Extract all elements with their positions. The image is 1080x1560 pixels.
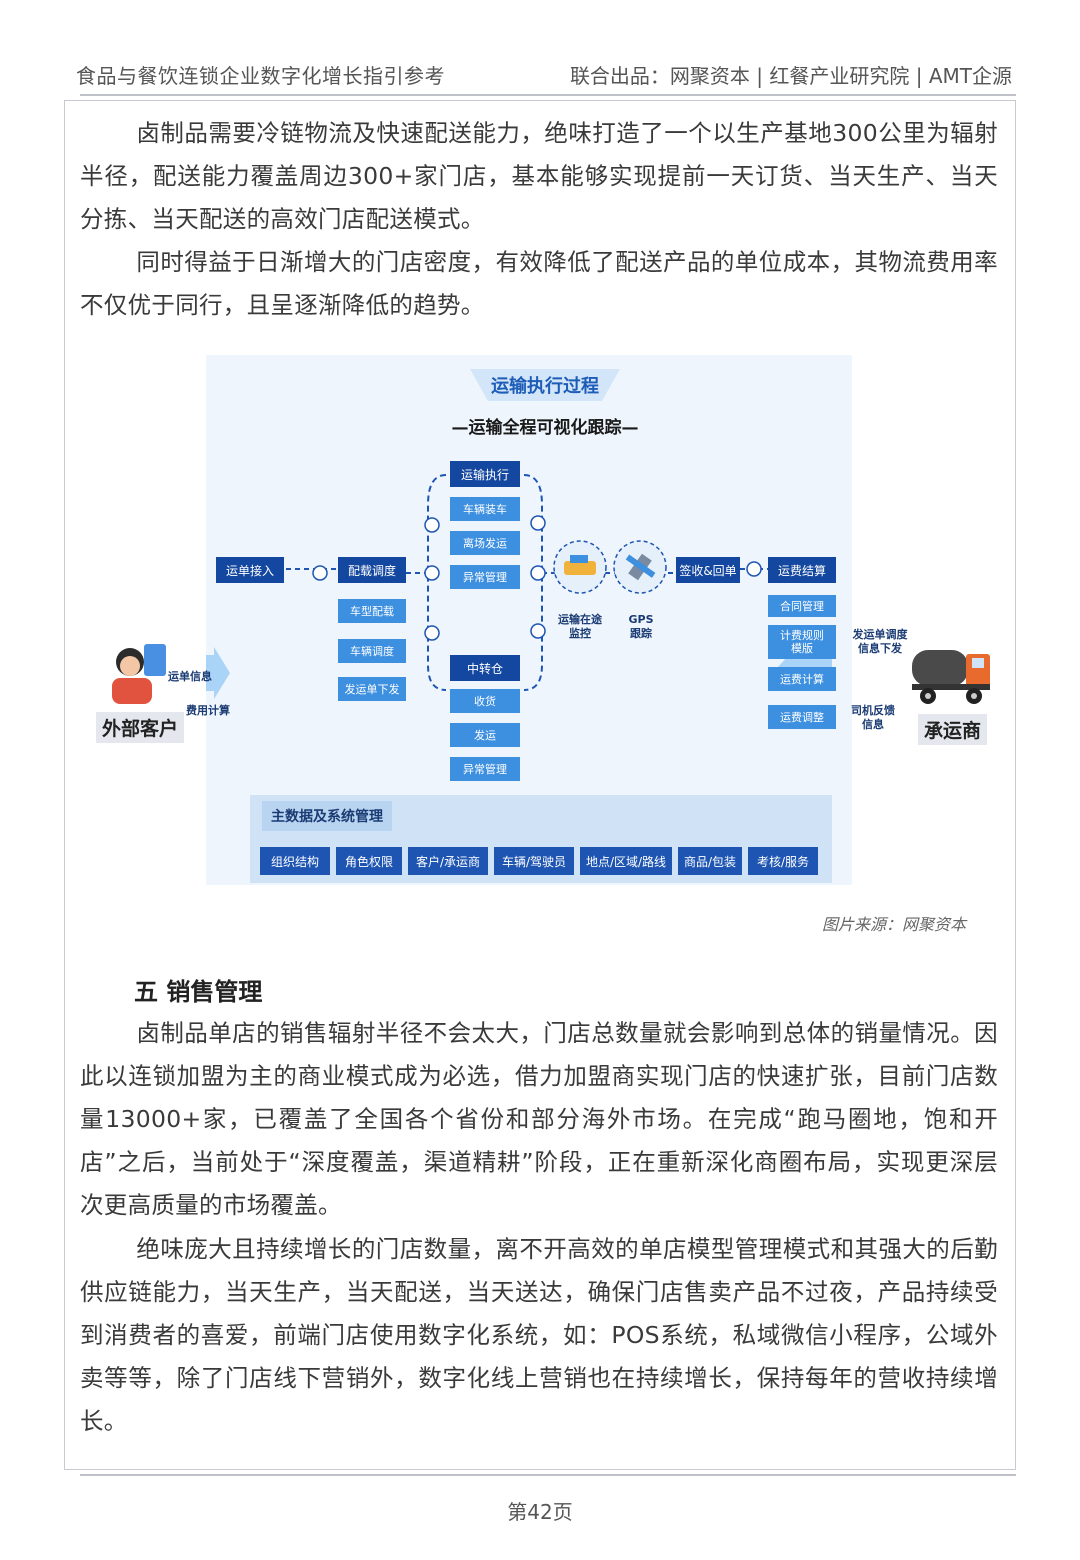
- dispatch-item: 发运单下发: [338, 677, 406, 701]
- carrier-tag-driver-feedback: 司机反馈 信息: [851, 704, 895, 731]
- page-frame: [64, 100, 1016, 1470]
- master-item: 组织结构: [260, 847, 330, 875]
- master-item: 角色权限: [336, 847, 402, 875]
- dispatch-item: 车型配载: [338, 599, 406, 623]
- dispatch-item: 车辆调度: [338, 639, 406, 663]
- settle-title-box: 运费结算: [768, 557, 836, 583]
- page-number: 第42页: [507, 1500, 573, 1524]
- exec-item: 离场发运: [450, 531, 520, 555]
- master-item: 地点/区域/路线: [580, 847, 672, 875]
- carrier-truck-icon: [912, 650, 990, 704]
- master-item: 考核/服务: [748, 847, 818, 875]
- figure-caption: 图片来源：网聚资本: [822, 915, 967, 934]
- master-item: 客户/承运商: [408, 847, 488, 875]
- external-customer-label: 外部客户: [96, 712, 185, 743]
- diagram-subtitle: —运输全程可视化跟踪—: [451, 418, 639, 438]
- header-divider: [80, 94, 1016, 96]
- paragraph-cold-chain: 卤制品需要冷链物流及快速配送能力，绝味打造了一个以生产基地300公里为辐射半径，…: [80, 119, 998, 233]
- paragraph-store-density: 同时得益于日渐增大的门店密度，有效降低了配送产品的单位成本，其物流费用率不仅优于…: [80, 248, 998, 319]
- footer-divider: [80, 1474, 1016, 1476]
- transfer-item: 异常管理: [450, 757, 520, 781]
- settle-item: 运费计算: [768, 667, 836, 691]
- header-publishers: 联合出品：网聚资本 | 红餐产业研究院 | AMT企源: [569, 64, 1012, 88]
- dispatch-box: 配载调度: [338, 557, 406, 583]
- paragraph-franchise: 卤制品单店的销售辐射半径不会太大，门店总数量就会影响到总体的销量情况。因此以连锁…: [80, 1019, 998, 1219]
- transfer-item: 发运: [450, 723, 520, 747]
- diagram-title: 运输执行过程: [470, 369, 620, 401]
- paragraph-supply-chain: 绝味庞大且持续增长的门店数量，离不开高效的单店模型管理模式和其强大的后勤供应链能…: [80, 1235, 998, 1435]
- loop-connector: [427, 474, 543, 691]
- carrier-tag-dispatch-info: 发运单调度 信息下发: [852, 628, 908, 655]
- transfer-title-box: 中转仓: [450, 655, 520, 681]
- carrier-label: 承运商: [918, 714, 988, 745]
- customer-tag-order-info: 运单信息: [168, 670, 212, 683]
- customer-illustration: [112, 644, 166, 704]
- order-intake-box: 运单接入: [216, 557, 284, 583]
- transport-process-diagram: 运输执行过程 —运输全程可视化跟踪— 运单接入 配载调度 车型配载 车辆调度 发…: [206, 355, 852, 885]
- sign-receipt-box: 签收&回单: [676, 557, 740, 583]
- exec-item: 车辆装车: [450, 497, 520, 521]
- customer-arrow: [206, 647, 230, 699]
- section-heading: 五 销售管理: [134, 978, 263, 1006]
- master-item: 商品/包装: [678, 847, 742, 875]
- master-item: 车辆/驾驶员: [494, 847, 574, 875]
- customer-tag-fee-calc: 费用计算: [186, 704, 230, 717]
- header-title: 食品与餐饮连锁企业数字化增长指引参考: [76, 64, 445, 88]
- transfer-item: 收货: [450, 689, 520, 713]
- master-data-title: 主数据及系统管理: [262, 801, 392, 831]
- gps-label: GPS 跟踪: [628, 613, 654, 640]
- exec-title-box: 运输执行: [450, 461, 520, 487]
- settle-item: 合同管理: [768, 595, 836, 617]
- exec-item: 异常管理: [450, 565, 520, 589]
- settle-item: 运费调整: [768, 705, 836, 729]
- settle-item: 计费规则 模版: [768, 625, 836, 659]
- monitor-label: 运输在途 监控: [558, 613, 602, 640]
